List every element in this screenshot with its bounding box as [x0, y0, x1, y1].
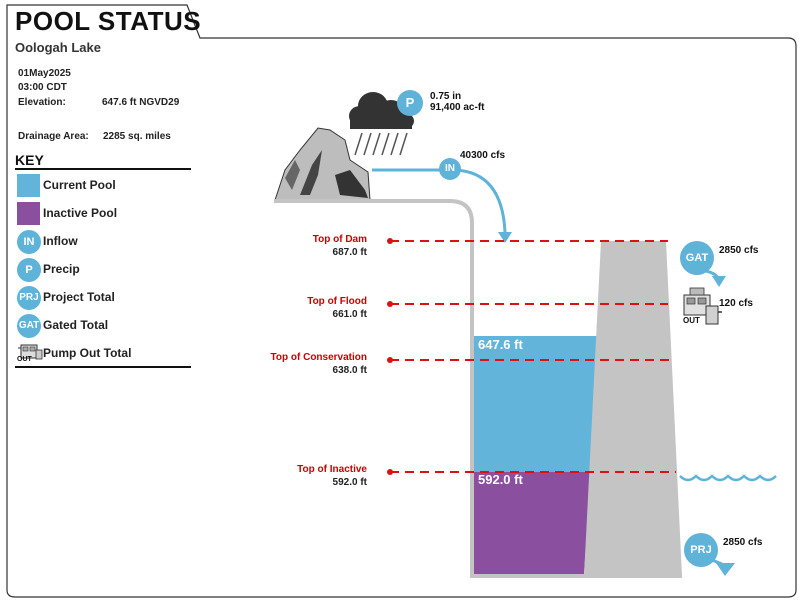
tailwater-waves — [679, 474, 777, 482]
top-of-inactive-label: Top of Inactive — [297, 464, 367, 475]
top-of-flood-label: Top of Flood — [307, 296, 367, 307]
key-label: Current Pool — [43, 178, 116, 192]
key-label: Gated Total — [43, 318, 109, 332]
key-item-inactive-pool: Inactive Pool — [15, 201, 191, 225]
key-top-rule — [15, 168, 191, 170]
top-of-dam-label: Top of Dam — [312, 234, 367, 245]
top-of-conservation-label: Top of Conservation — [270, 352, 367, 363]
lake-name: Oologah Lake — [15, 40, 101, 55]
top-of-conservation-value: 638.0 ft — [332, 365, 367, 376]
elevation-label: Elevation: — [18, 97, 66, 108]
p-icon: P — [17, 258, 41, 282]
key-item-current-pool: Current Pool — [15, 173, 191, 197]
key-label: Inactive Pool — [43, 206, 118, 220]
top-of-inactive-value: 592.0 ft — [332, 477, 367, 488]
gated-value: 2850 cfs — [719, 245, 759, 256]
drainage-value: 2285 sq. miles — [103, 131, 171, 142]
project-total-value: 2850 cfs — [723, 537, 763, 548]
pump-icon-label: OUT — [17, 356, 32, 363]
precip-depth: 0.75 in — [430, 91, 462, 102]
gated-icon: GAT — [680, 241, 714, 275]
inactive-pool-fill — [474, 472, 591, 574]
pump-station-icon — [683, 287, 722, 325]
current-pool-fill — [474, 336, 597, 472]
elevation-value: 647.6 ft NGVD29 — [102, 97, 180, 108]
top-of-flood-value: 661.0 ft — [332, 309, 367, 320]
current-pool-swatch — [17, 174, 40, 197]
inflow-value: 40300 cfs — [460, 150, 506, 161]
drainage-label: Drainage Area: — [18, 131, 89, 142]
key-title: KEY — [15, 152, 44, 168]
pump-out-value: 120 cfs — [719, 298, 753, 309]
key-label: Project Total — [43, 290, 115, 304]
pump-icon — [18, 344, 43, 360]
inflow-arrowhead — [498, 232, 512, 243]
key-item-project-total: PRJ Project Total — [15, 285, 191, 310]
current-pool-label: 647.6 ft — [478, 337, 523, 352]
report-time: 03:00 CDT — [18, 82, 67, 93]
mountain-icon — [274, 127, 371, 201]
key-item-precip: P Precip — [15, 257, 191, 282]
gat-icon: GAT — [17, 314, 41, 338]
report-date: 01May2025 — [18, 68, 71, 79]
rain-cloud-icon — [349, 92, 414, 156]
page-title: POOL STATUS — [15, 6, 202, 36]
prj-icon: PRJ — [17, 286, 41, 310]
project-total-icon: PRJ — [684, 533, 718, 567]
key-item-inflow: IN Inflow — [15, 229, 191, 254]
inactive-pool-label: 592.0 ft — [478, 472, 523, 487]
in-icon: IN — [17, 230, 41, 254]
key-item-pump-out-total: OUT Pump Out Total — [15, 341, 191, 365]
reservoir-bank — [274, 199, 474, 578]
key-label: Inflow — [43, 234, 78, 248]
dam-structure — [584, 241, 682, 576]
key-bottom-rule — [15, 366, 191, 368]
top-of-dam-value: 687.0 ft — [332, 247, 367, 258]
pump-out-label: OUT — [683, 316, 700, 325]
key-label: Pump Out Total — [43, 346, 132, 360]
key-label: Precip — [43, 262, 80, 276]
precip-volume: 91,400 ac-ft — [430, 102, 485, 113]
inflow-icon: IN — [439, 158, 461, 180]
inactive-pool-swatch — [17, 202, 40, 225]
key-item-gated-total: GAT Gated Total — [15, 313, 191, 338]
precip-icon: P — [397, 90, 423, 116]
